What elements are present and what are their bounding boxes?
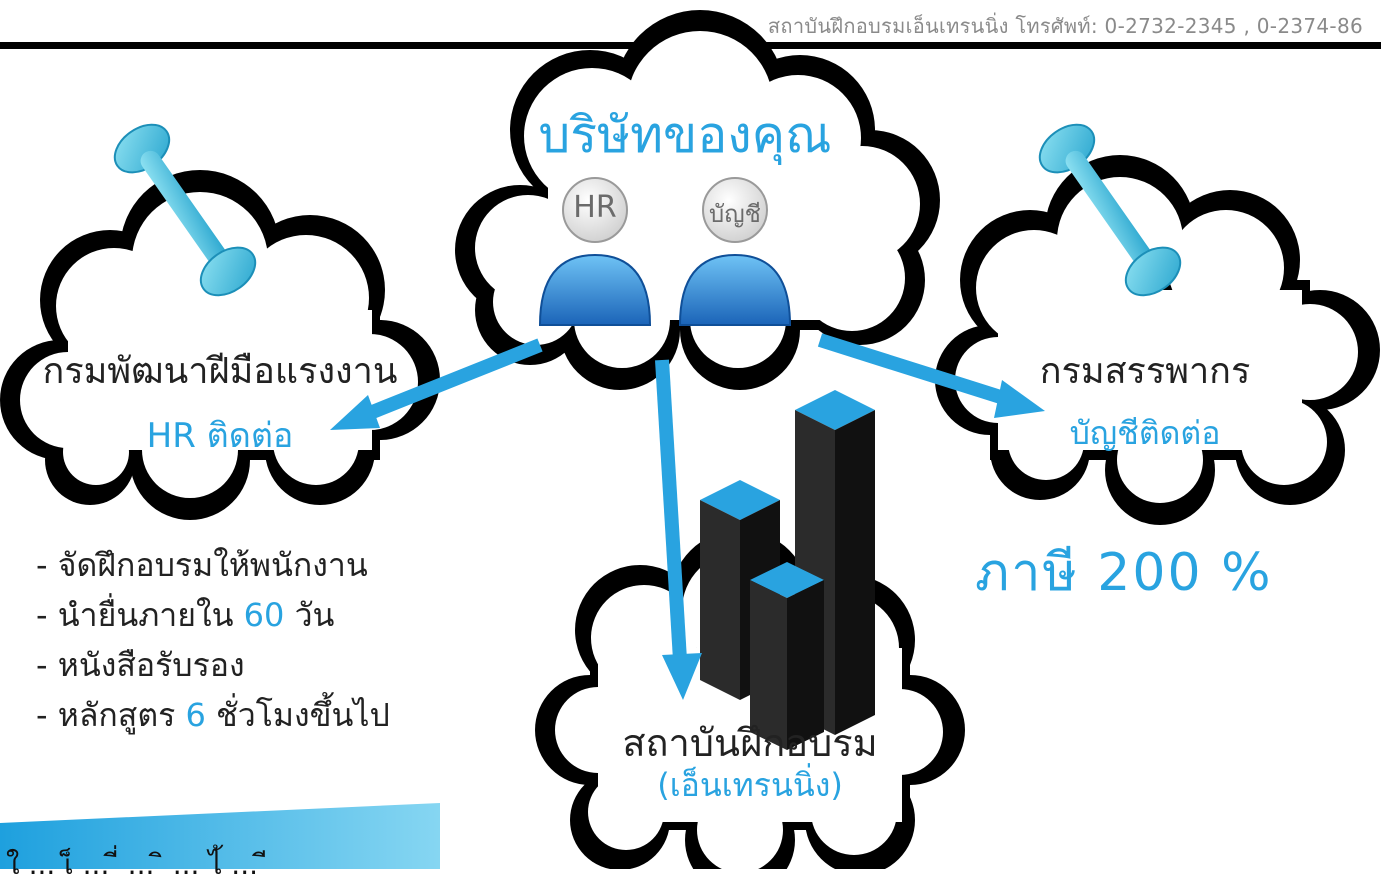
dsd-contact: HR ติดต่อ bbox=[146, 416, 294, 456]
banner-text: ใ ... เ็ ... ี่ ... ิ ... ไ้ ... ี bbox=[6, 848, 268, 881]
dsd-cloud bbox=[0, 170, 440, 520]
institute-subtitle: (เอ็นเทรนนิ่ง) bbox=[657, 766, 843, 804]
role-hr-label: HR bbox=[573, 190, 617, 225]
phone-icon bbox=[1038, 123, 1182, 297]
list-item: - จัดฝึกอบรมให้พนักงาน bbox=[36, 546, 368, 584]
building-icon bbox=[700, 390, 875, 750]
tax-label: ภาษี 200 % bbox=[975, 543, 1273, 603]
revenue-cloud bbox=[935, 155, 1380, 525]
banner-shape bbox=[0, 803, 440, 869]
role-accounting-label: บัญชี bbox=[709, 200, 761, 228]
list-item: - หลักสูตร 6 ชั่วโมงขึ้นไป bbox=[36, 696, 390, 734]
revenue-title: กรมสรรพากร bbox=[1039, 351, 1251, 392]
person-icon bbox=[678, 177, 792, 326]
arrow-to-institute bbox=[655, 359, 702, 700]
revenue-contact: บัญชีติดต่อ bbox=[1069, 414, 1221, 452]
dsd-title: กรมพัฒนาฝีมือแรงงาน bbox=[42, 351, 398, 392]
arrow-to-revenue bbox=[817, 333, 1045, 418]
company-title: บริษัทของคุณ bbox=[538, 106, 832, 164]
institute-title: สถาบันฝึกอบรม bbox=[622, 721, 878, 765]
requirements-list: - จัดฝึกอบรมให้พนักงาน - นำยื่นภายใน 60 … bbox=[36, 540, 390, 740]
list-item: - นำยื่นภายใน 60 วัน bbox=[36, 596, 335, 634]
phone-icon bbox=[113, 123, 257, 297]
list-item: - หนังสือรับรอง bbox=[36, 646, 245, 684]
person-icon bbox=[538, 177, 652, 326]
header-contact: สถาบันฝึกอบรมเอ็นเทรนนิ่ง โทรศัพท์: 0-27… bbox=[767, 14, 1363, 38]
diagram-canvas bbox=[0, 10, 1381, 869]
arrow-to-dsd bbox=[330, 338, 543, 430]
company-cloud bbox=[455, 10, 940, 390]
